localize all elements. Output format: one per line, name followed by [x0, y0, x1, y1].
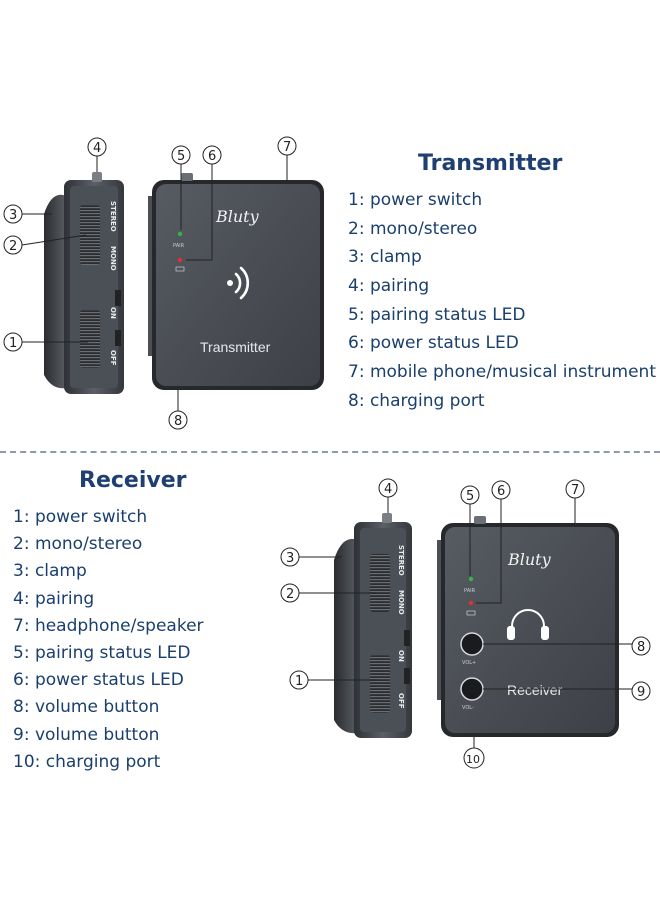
callout-6: 6 [497, 484, 505, 499]
section-divider [0, 451, 660, 453]
callout-10: 10 [466, 753, 480, 766]
front-face [445, 527, 615, 733]
off-label: OFF [109, 350, 117, 366]
legend-item: 8: volume button [13, 697, 160, 718]
power-led [468, 600, 474, 606]
legend-item: 1: power switch [348, 190, 483, 210]
power-switch [370, 655, 390, 713]
callout-5: 5 [177, 149, 185, 164]
off-label: OFF [397, 693, 405, 709]
callout-6: 6 [208, 149, 216, 164]
battery-icon [175, 266, 185, 272]
power-switch [80, 310, 100, 368]
vol-minus-label: VOL- [462, 705, 474, 711]
vol-plus-button[interactable] [460, 632, 484, 656]
pairing-led [177, 231, 183, 237]
receiver-side-view: STEREO MONO ON OFF [334, 513, 412, 738]
receiver-callouts: 4 3 2 1 5 6 7 8 9 10 [280, 478, 651, 769]
transmitter-callouts: 4 3 2 1 5 6 7 8 [3, 136, 297, 430]
transmitter-side-view: STEREO MONO ON OFF [44, 172, 124, 394]
clamp [334, 538, 358, 734]
legend-item: 5: pairing status LED [348, 304, 526, 325]
mono-label: MONO [109, 246, 117, 271]
mono-stereo-switch [80, 205, 100, 265]
headphone-icon [507, 609, 549, 640]
legend-item: 8: charging port [348, 390, 485, 411]
mono-label: MONO [397, 590, 405, 615]
pair-label: PAIR [464, 588, 476, 594]
legend-item: 3: clamp [13, 561, 87, 582]
legend-item: 4: pairing [13, 588, 95, 609]
front-face [156, 184, 320, 386]
brand-logo: Bluty [507, 550, 552, 569]
power-led [177, 257, 183, 263]
device-name: Receiver [507, 682, 563, 698]
battery-icon [466, 610, 476, 616]
pairing-led [468, 576, 474, 582]
transmitter-legend: 1: power switch 2: mono/stereo 3: clamp … [348, 186, 656, 416]
callout-3: 3 [9, 208, 17, 223]
device-name: Transmitter [200, 339, 271, 355]
legend-item: 1: power switch [13, 507, 148, 527]
stereo-label: STEREO [397, 545, 405, 576]
brand-logo: Bluty [215, 207, 260, 226]
legend-item: 10: charging port [13, 751, 161, 772]
on-label: ON [109, 307, 117, 319]
callout-3: 3 [286, 551, 294, 566]
legend-item: 2: mono/stereo [348, 218, 478, 239]
legend-item: 7: headphone/speaker [13, 615, 204, 636]
callout-5: 5 [466, 489, 474, 504]
legend-item: 7: mobile phone/musical instrument [348, 362, 656, 383]
legend-item: 9: volume button [13, 724, 160, 745]
legend-item: 6: power status LED [13, 670, 184, 691]
pair-button [115, 290, 121, 306]
callout-1: 1 [295, 674, 303, 689]
receiver-front-view: Bluty PAIR VOL+ VOL- Receiver [437, 516, 619, 737]
callout-2: 2 [286, 587, 294, 602]
callout-1: 1 [9, 336, 17, 351]
receiver-legend: 1: power switch 2: mono/stereo 3: clamp … [13, 504, 204, 776]
stereo-label: STEREO [109, 201, 117, 232]
legend-item: 2: mono/stereo [13, 534, 143, 555]
legend-item: 5: pairing status LED [13, 642, 191, 663]
legend-item: 3: clamp [348, 247, 422, 268]
jack-port [382, 513, 392, 523]
receiver-title: Receiver [79, 468, 187, 493]
transmitter-front-view: Bluty PAIR Transmitter [148, 173, 324, 390]
callout-8: 8 [174, 414, 182, 429]
callout-4: 4 [384, 482, 392, 497]
callout-8: 8 [637, 640, 645, 655]
wireless-signal-icon [227, 266, 250, 300]
legend-item: 6: power status LED [348, 333, 519, 354]
legend-item: 4: pairing [348, 276, 430, 297]
side-button [404, 630, 410, 646]
callout-2: 2 [9, 239, 17, 254]
pair-label: PAIR [173, 243, 185, 249]
callout-4: 4 [93, 141, 101, 156]
on-label: ON [397, 650, 405, 662]
callout-7: 7 [571, 483, 579, 498]
callout-7: 7 [283, 140, 291, 155]
mono-stereo-switch [370, 554, 390, 612]
vol-minus-button[interactable] [460, 677, 484, 701]
callout-9: 9 [637, 685, 645, 700]
vol-plus-label: VOL+ [462, 660, 476, 666]
clamp [44, 194, 66, 389]
transmitter-title: Transmitter [418, 151, 563, 176]
jack-port [92, 172, 102, 182]
